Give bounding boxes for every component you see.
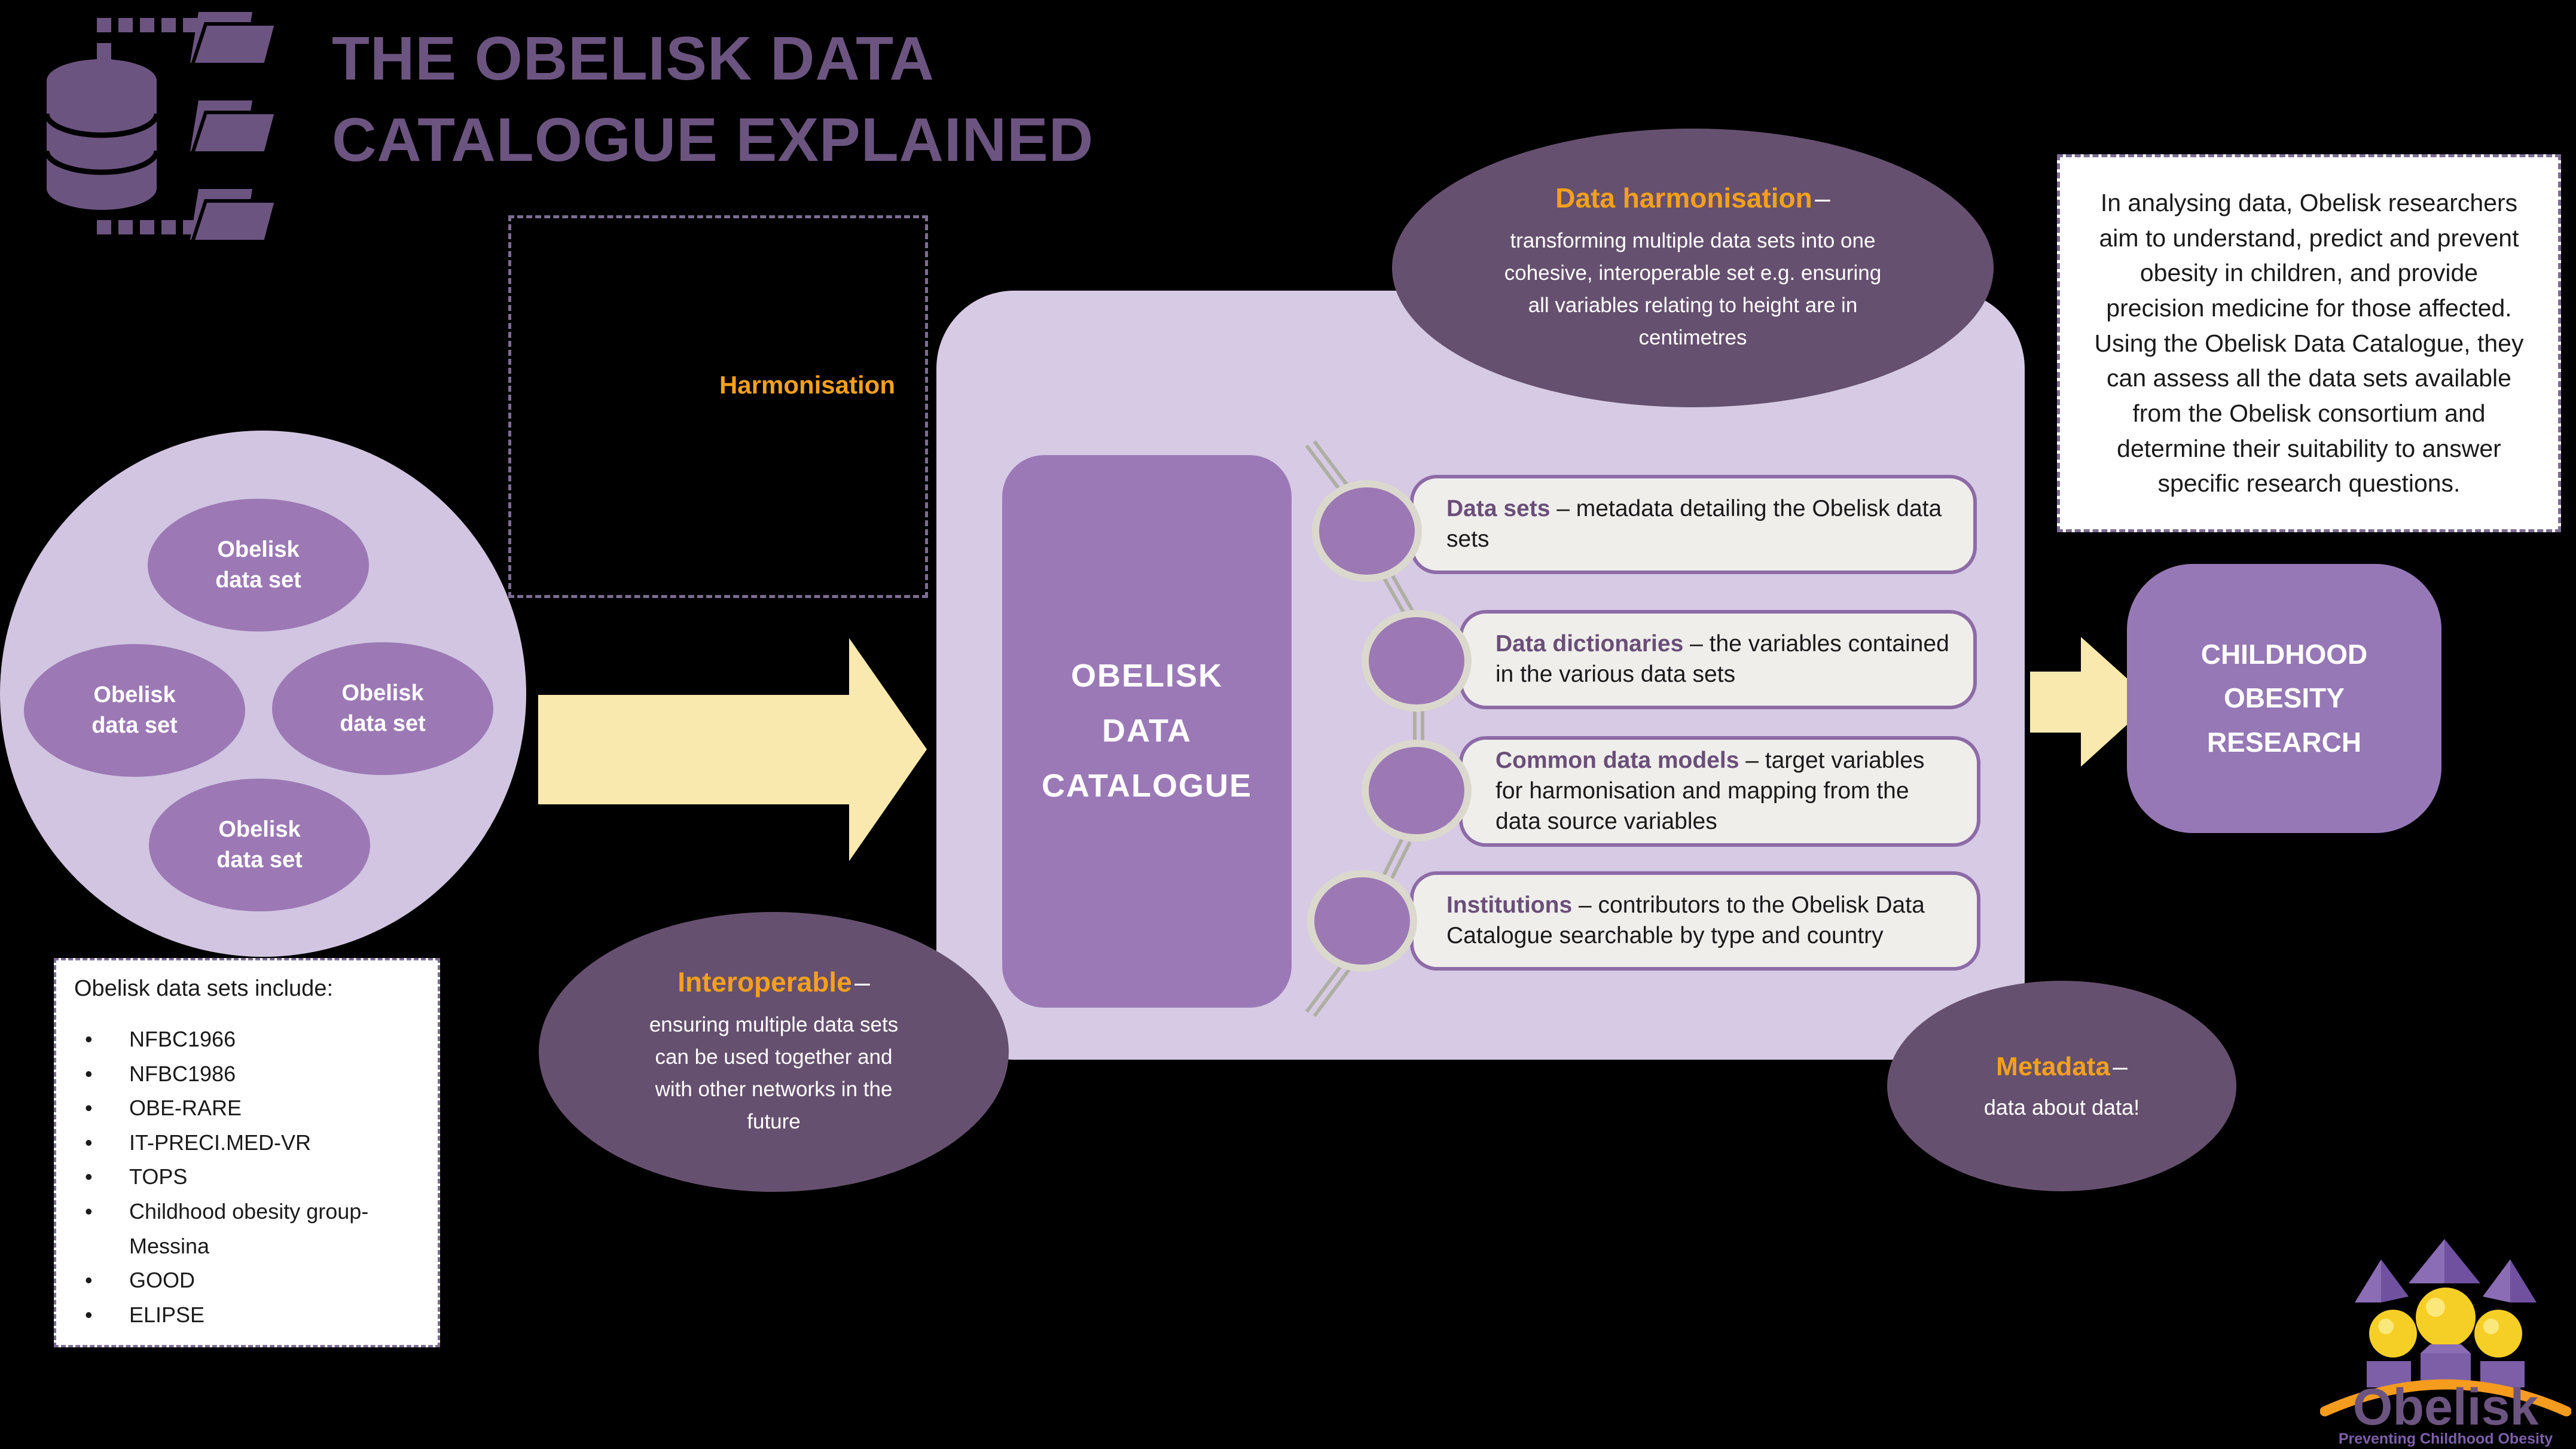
research-note-box: In analysing data, Obelisk researchers a… bbox=[2057, 154, 2561, 532]
research-box-line1: CHILDHOOD bbox=[2200, 638, 2368, 670]
interoperable-ellipse: Interoperable – ensuring multiple data s… bbox=[539, 912, 1009, 1192]
obelisk-logo: Obelisk Preventing Childhood Obesity bbox=[2320, 1239, 2571, 1447]
research-note-text: In analysing data, Obelisk researchers a… bbox=[2094, 189, 2524, 498]
row-lead: Data sets bbox=[1446, 496, 1551, 522]
list-item: IT-PRECI.MED-VR bbox=[74, 1125, 420, 1160]
metadata-body: data about data! bbox=[1983, 1095, 2140, 1119]
catalogue-row-institutions: Institutions – contributors to the Obeli… bbox=[1410, 871, 1980, 971]
catalogue-title-line2: DATA bbox=[1102, 713, 1192, 749]
metadata-title: Metadata bbox=[1996, 1052, 2110, 1081]
database-cylinder-icon bbox=[44, 59, 160, 210]
folder-icons bbox=[190, 12, 279, 243]
harmonisation-dashed-box: Harmonisation bbox=[508, 215, 928, 598]
logo-pyramids-icon bbox=[2355, 1239, 2537, 1302]
row-text: Common data models – target variables fo… bbox=[1495, 746, 1953, 837]
logo-arc bbox=[2320, 1379, 2571, 1417]
metadata-ellipse: Metadata – data about data! bbox=[1887, 981, 2236, 1191]
list-item: OBE-RARE bbox=[74, 1091, 420, 1125]
data-set-label: Obelisk bbox=[341, 680, 424, 706]
row-text: Data dictionaries – the variables contai… bbox=[1495, 629, 1949, 690]
data-set-label: Obelisk bbox=[93, 682, 176, 707]
catalogue-title-line1: OBELISK bbox=[1070, 658, 1223, 694]
childhood-obesity-research-box: CHILDHOOD OBESITY RESEARCH bbox=[2127, 564, 2441, 833]
logo-balls-icon bbox=[2369, 1288, 2522, 1358]
row-body: – metadata detailing the Obelisk data se… bbox=[1446, 496, 1942, 552]
datasets-list: NFBC1966 NFBC1986 OBE-RARE IT-PRECI.MED-… bbox=[74, 1022, 420, 1332]
data-set-label: data set bbox=[215, 568, 301, 593]
catalogue-node-data-dictionaries bbox=[1362, 610, 1472, 712]
catalogue-row-common-data-models: Common data models – target variables fo… bbox=[1459, 736, 1980, 847]
logo-tagline: Preventing Childhood Obesity bbox=[2339, 1430, 2553, 1447]
data-harmonisation-title: Data harmonisation bbox=[1555, 182, 1812, 213]
arrow-right-icon bbox=[538, 638, 927, 861]
harmonisation-label: Harmonisation bbox=[719, 371, 895, 399]
catalogue-node-data-sets bbox=[1312, 480, 1422, 582]
obelisk-data-set-ellipse-top: Obelisk data set bbox=[148, 499, 369, 632]
data-harmonisation-body: transforming multiple data sets into one… bbox=[1504, 228, 1882, 350]
row-body: – the variables contained in the various… bbox=[1495, 631, 1949, 687]
row-lead: Common data models bbox=[1495, 748, 1739, 774]
folder-icon-top bbox=[190, 12, 279, 66]
list-item: NFBC1966 bbox=[74, 1022, 420, 1057]
row-body: – contributors to the Obelisk Data Catal… bbox=[1446, 892, 1925, 948]
row-text: Data sets – metadata detailing the Obeli… bbox=[1446, 494, 1949, 554]
page-title: THE OBELISK DATA CATALOGUE EXPLAINED bbox=[332, 18, 1289, 181]
catalogue-row-data-sets: Data sets – metadata detailing the Obeli… bbox=[1410, 475, 1977, 574]
arrow-right-icon bbox=[2030, 637, 2153, 767]
dash: – bbox=[2113, 1052, 2128, 1081]
folder-icon-middle bbox=[190, 100, 279, 155]
obelisk-data-catalogue-box: OBELISK DATA CATALOGUE bbox=[1002, 455, 1292, 1008]
dotted-connector-top bbox=[97, 18, 197, 60]
interoperable-body: ensuring multiple data sets can be used … bbox=[649, 1012, 899, 1134]
research-box-line2: OBESITY bbox=[2224, 682, 2345, 714]
row-text: Institutions – contributors to the Obeli… bbox=[1446, 890, 1953, 951]
data-harmonisation-ellipse: Data harmonisation – transforming multip… bbox=[1392, 129, 1994, 407]
datasets-list-title: Obelisk data sets include: bbox=[74, 976, 334, 1001]
data-set-label: data set bbox=[216, 847, 303, 873]
list-item: ELIPSE bbox=[74, 1298, 420, 1332]
interoperable-title: Interoperable bbox=[677, 966, 852, 997]
list-item: NFBC1986 bbox=[74, 1057, 420, 1091]
row-lead: Institutions bbox=[1446, 892, 1573, 919]
row-body: – target variables for harmonisation and… bbox=[1495, 748, 1925, 834]
page-title-line2: CATALOGUE EXPLAINED bbox=[332, 105, 1094, 174]
catalogue-node-institutions bbox=[1307, 870, 1417, 972]
data-set-label: data set bbox=[91, 713, 178, 738]
dash: – bbox=[854, 966, 870, 997]
page-title-line1: THE OBELISK DATA bbox=[332, 24, 935, 93]
folder-icon-bottom bbox=[190, 189, 279, 243]
catalogue-row-data-dictionaries: Data dictionaries – the variables contai… bbox=[1459, 610, 1977, 709]
data-set-label: Obelisk bbox=[218, 816, 301, 842]
obelisk-data-set-ellipse-left: Obelisk data set bbox=[24, 644, 245, 777]
data-set-label: data set bbox=[340, 711, 426, 736]
catalogue-node-common-data-models bbox=[1362, 740, 1472, 841]
obelisk-data-set-ellipse-bottom: Obelisk data set bbox=[149, 779, 370, 911]
research-box-line3: RESEARCH bbox=[2206, 726, 2362, 758]
obelisk-data-sets-circle: Obelisk data set Obelisk data set Obelis… bbox=[0, 431, 526, 957]
database-with-folders-icon bbox=[44, 12, 279, 243]
row-lead: Data dictionaries bbox=[1495, 631, 1684, 657]
branch-connector-lines bbox=[1305, 440, 1424, 1017]
list-item: GOOD bbox=[74, 1263, 420, 1298]
catalogue-title-line3: CATALOGUE bbox=[1042, 767, 1252, 804]
logo-wordmark: Obelisk bbox=[2353, 1378, 2539, 1436]
list-item: Childhood obesity group-Messina bbox=[74, 1194, 420, 1263]
dash: – bbox=[1815, 182, 1830, 213]
data-set-label: Obelisk bbox=[217, 536, 300, 562]
datasets-list-box: Obelisk data sets include: NFBC1966 NFBC… bbox=[54, 958, 440, 1347]
obelisk-data-set-ellipse-right: Obelisk data set bbox=[272, 642, 493, 775]
list-item: TOPS bbox=[74, 1160, 420, 1194]
